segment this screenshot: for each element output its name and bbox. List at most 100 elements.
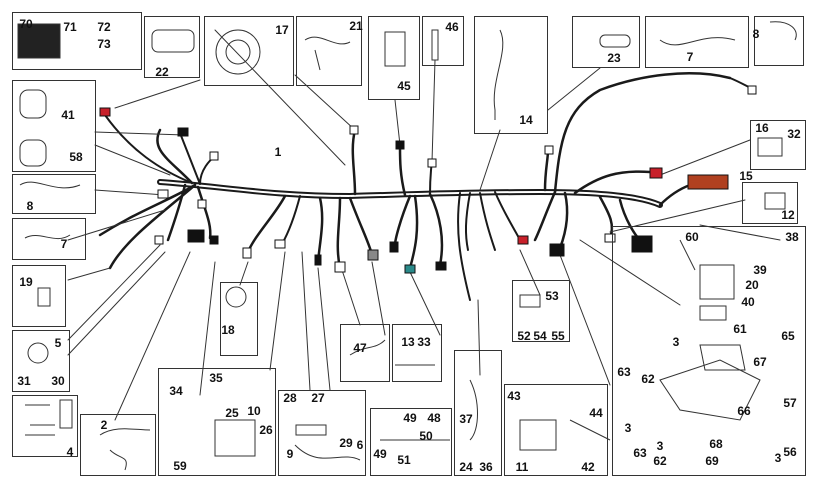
callout-25: 25 (225, 406, 239, 420)
callout-55: 55 (551, 329, 565, 343)
callout-6: 6 (356, 438, 364, 452)
callout-1: 1 (274, 145, 282, 159)
box-8-left (12, 174, 96, 214)
box-12 (742, 182, 798, 224)
box-13-33 (392, 324, 442, 382)
box-45 (368, 16, 420, 100)
connectors (99, 85, 757, 274)
callout-32: 32 (787, 127, 801, 141)
callout-31: 31 (17, 374, 31, 388)
callout-43: 43 (507, 389, 521, 403)
callout-68: 68 (709, 437, 723, 451)
callout-13: 13 (401, 335, 415, 349)
callout-51: 51 (397, 453, 411, 467)
box-21 (296, 16, 362, 86)
box-46 (422, 16, 464, 66)
callout-5: 5 (54, 336, 62, 350)
box-47 (340, 324, 390, 382)
box-22 (144, 16, 200, 78)
box-4 (12, 395, 78, 457)
box-27-29 (278, 390, 366, 476)
callout-26: 26 (259, 423, 273, 437)
trunk-inner (159, 181, 661, 206)
callout-19: 19 (19, 275, 33, 289)
box-19 (12, 265, 66, 327)
callout-56: 56 (783, 445, 797, 459)
callout-60: 60 (685, 230, 699, 244)
box-14 (474, 16, 548, 134)
callout-66: 66 (737, 404, 751, 418)
box-52-55 (512, 280, 570, 342)
callout-58: 58 (69, 150, 83, 164)
callout-15: 15 (739, 169, 753, 183)
callout-48: 48 (427, 411, 441, 425)
callout-7: 7 (686, 50, 694, 64)
callout-3: 3 (656, 439, 664, 453)
box-23 (572, 16, 640, 68)
box-7-top (645, 16, 749, 68)
callout-41: 41 (61, 108, 75, 122)
callout-63: 63 (633, 446, 647, 460)
callout-61: 61 (733, 322, 747, 336)
callout-59: 59 (173, 459, 187, 473)
box-16-32 (750, 120, 806, 170)
box-18 (220, 282, 258, 356)
callout-42: 42 (581, 460, 595, 474)
box-41-58 (12, 80, 96, 172)
callout-23: 23 (607, 51, 621, 65)
box-70-73 (12, 12, 142, 70)
callout-3: 3 (672, 335, 680, 349)
callout-12: 12 (781, 208, 795, 222)
callout-50: 50 (419, 429, 433, 443)
callout-2: 2 (100, 418, 108, 432)
box-17 (204, 16, 294, 86)
callout-45: 45 (397, 79, 411, 93)
callout-7: 7 (60, 237, 68, 251)
callout-49: 49 (373, 447, 387, 461)
callout-39: 39 (753, 263, 767, 277)
callout-38: 38 (785, 230, 799, 244)
callout-18: 18 (221, 323, 235, 337)
box-engine-parts (158, 368, 276, 476)
callout-34: 34 (169, 384, 183, 398)
callout-27: 27 (311, 391, 325, 405)
callout-37: 37 (459, 412, 473, 426)
callout-24: 24 (459, 460, 473, 474)
box-48-51 (370, 408, 452, 476)
callout-16: 16 (755, 121, 769, 135)
callout-28: 28 (283, 391, 297, 405)
callout-3: 3 (624, 421, 632, 435)
callout-52: 52 (517, 329, 531, 343)
callout-49: 49 (403, 411, 417, 425)
callout-10: 10 (247, 404, 261, 418)
callout-22: 22 (155, 65, 169, 79)
callout-47: 47 (353, 341, 367, 355)
callout-29: 29 (339, 436, 353, 450)
callout-20: 20 (745, 278, 759, 292)
callout-62: 62 (653, 454, 667, 468)
box-8-top (754, 16, 804, 66)
callout-11: 11 (515, 460, 529, 474)
callout-71: 71 (63, 20, 77, 34)
callout-9: 9 (286, 447, 294, 461)
callout-3: 3 (774, 451, 782, 465)
callout-8: 8 (26, 199, 34, 213)
callout-67: 67 (753, 355, 767, 369)
callout-72: 72 (97, 20, 111, 34)
callout-33: 33 (417, 335, 431, 349)
callout-4: 4 (66, 445, 74, 459)
callout-46: 46 (445, 20, 459, 34)
callout-65: 65 (781, 329, 795, 343)
box-5-31-30 (12, 330, 70, 392)
callout-69: 69 (705, 454, 719, 468)
box-bracket (612, 226, 806, 476)
callout-57: 57 (783, 396, 797, 410)
callout-21: 21 (349, 19, 363, 33)
box-2 (80, 414, 156, 476)
callout-17: 17 (275, 23, 289, 37)
box-7-left (12, 218, 86, 260)
callout-62: 62 (641, 372, 655, 386)
callout-14: 14 (519, 113, 533, 127)
